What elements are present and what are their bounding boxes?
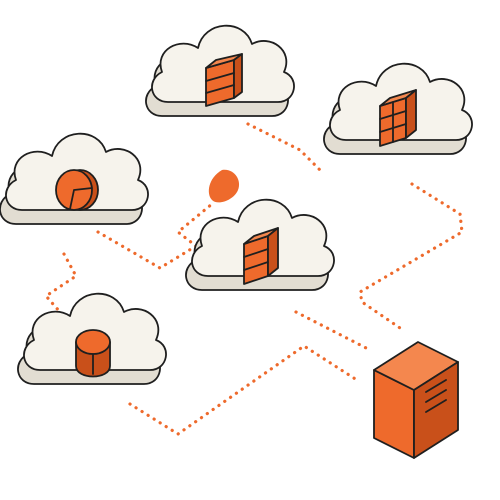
server-box-icon [205,53,243,107]
database-stack-icon [243,227,279,285]
link-left-to-bottom [44,252,78,314]
link-right-to-tower [358,182,464,330]
pie-segment-icon [55,169,99,211]
storage-drum-icon [75,329,111,378]
location-drop-icon [208,169,240,203]
cloud-bottom [17,292,167,385]
server-tower-icon [373,341,459,459]
link-top-to-right [246,122,322,172]
cloud-center [185,198,335,291]
cloud-top [145,24,295,117]
cloud-left [0,132,149,225]
link-center-to-tower [294,310,372,352]
link-bottom-to-tower [128,344,362,436]
cloud-right [323,62,473,155]
database-stack-icon [379,89,417,147]
